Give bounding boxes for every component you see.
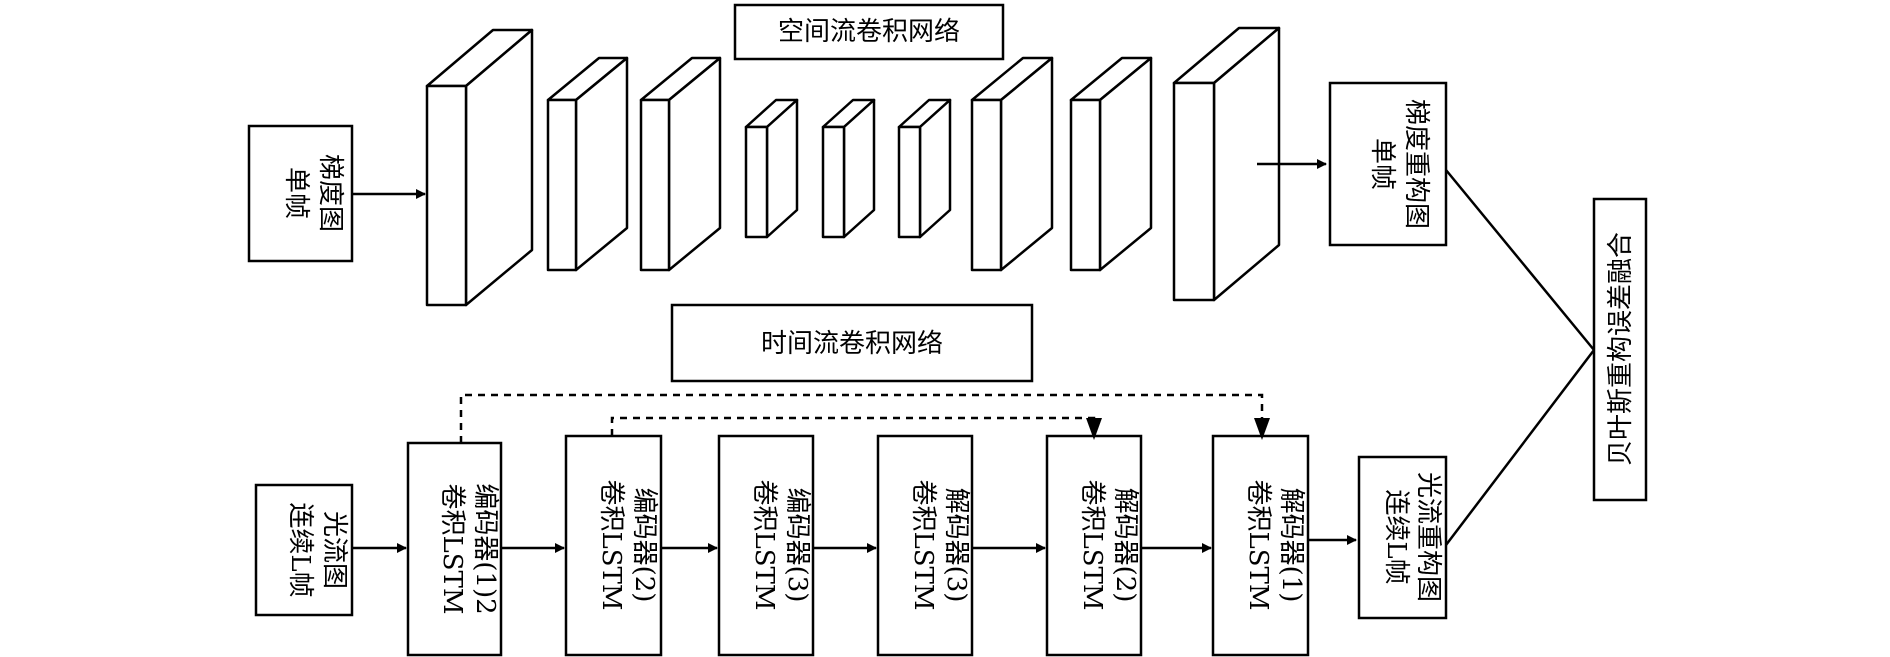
conv-layer-9 <box>1172 81 1216 302</box>
fusion-box <box>1592 197 1648 502</box>
encoder-2-line1: 卷积LSTM <box>596 479 626 610</box>
decoder-3-line1: 卷积LSTM <box>908 479 938 610</box>
temporal-input-line2: 光流图 <box>319 511 349 589</box>
temporal-arrows <box>352 535 1357 553</box>
conv-layer-7 <box>970 98 1003 272</box>
decoder-1-line2: 解码器(1) <box>1276 488 1306 603</box>
decoder-3-line2: 解码器(3) <box>941 488 971 603</box>
encoder-1-line2: 编码器(1)2 <box>470 483 500 614</box>
decoder-2-line2: 解码器(2) <box>1110 488 1140 603</box>
conv-layer-6 <box>897 125 922 239</box>
temporal-output-line2: 光流重构图 <box>1413 472 1443 602</box>
decoder-2-box <box>1045 434 1143 657</box>
encoder-2-box <box>564 434 663 657</box>
conv-layer-8 <box>1069 98 1102 272</box>
encoder-1-line1: 卷积LSTM <box>437 483 467 614</box>
conv-layer-3 <box>639 98 671 272</box>
conv-layer-5 <box>821 125 846 239</box>
encoder-3-box <box>717 434 815 657</box>
skip-connection-2 <box>610 416 1102 440</box>
conv-layer-1 <box>425 84 468 307</box>
encoder-3-line1: 卷积LSTM <box>749 479 779 610</box>
temporal-input-box <box>254 483 354 617</box>
spatial-input-box <box>247 124 354 263</box>
spatial-title: 空间流卷积网络 <box>778 17 960 47</box>
decoder-1-box <box>1211 434 1310 657</box>
temporal-output-line1: 连续L帧 <box>1381 489 1411 584</box>
decoder-1-line1: 卷积LSTM <box>1243 479 1273 610</box>
conv-layer-4 <box>744 125 769 239</box>
conv-layers <box>425 26 1281 307</box>
conv-layer-2 <box>546 98 578 272</box>
temporal-input-line1: 连续L帧 <box>285 502 315 597</box>
spatial-input-line1: 单帧 <box>281 167 311 219</box>
encoder-2-line2: 编码器(2) <box>629 488 659 603</box>
encoder-1-box <box>406 441 503 657</box>
spatial-output-line2: 梯度重构图 <box>1401 99 1431 229</box>
spatial-input-line2: 梯度图 <box>315 154 345 232</box>
decoder-3-box <box>876 434 974 657</box>
fusion-label: 贝叶斯重构误差融合 <box>1606 232 1636 466</box>
fusion-connector <box>1445 169 1596 546</box>
spatial-output-line1: 单帧 <box>1367 138 1397 190</box>
temporal-title-box <box>670 303 1034 383</box>
temporal-output-box <box>1357 455 1448 620</box>
temporal-title: 时间流卷积网络 <box>761 329 943 359</box>
decoder-2-line1: 卷积LSTM <box>1077 479 1107 610</box>
skip-connections <box>459 393 1270 443</box>
temporal-blocks: 卷积LSTM 编码器(1)2 卷积LSTM 编码器(2) 卷积LSTM 编码器(… <box>406 434 1310 657</box>
spatial-title-box <box>733 3 1005 61</box>
encoder-3-line2: 编码器(3) <box>782 488 812 603</box>
spatial-output-box <box>1328 81 1448 247</box>
skip-connection-1 <box>459 393 1270 443</box>
